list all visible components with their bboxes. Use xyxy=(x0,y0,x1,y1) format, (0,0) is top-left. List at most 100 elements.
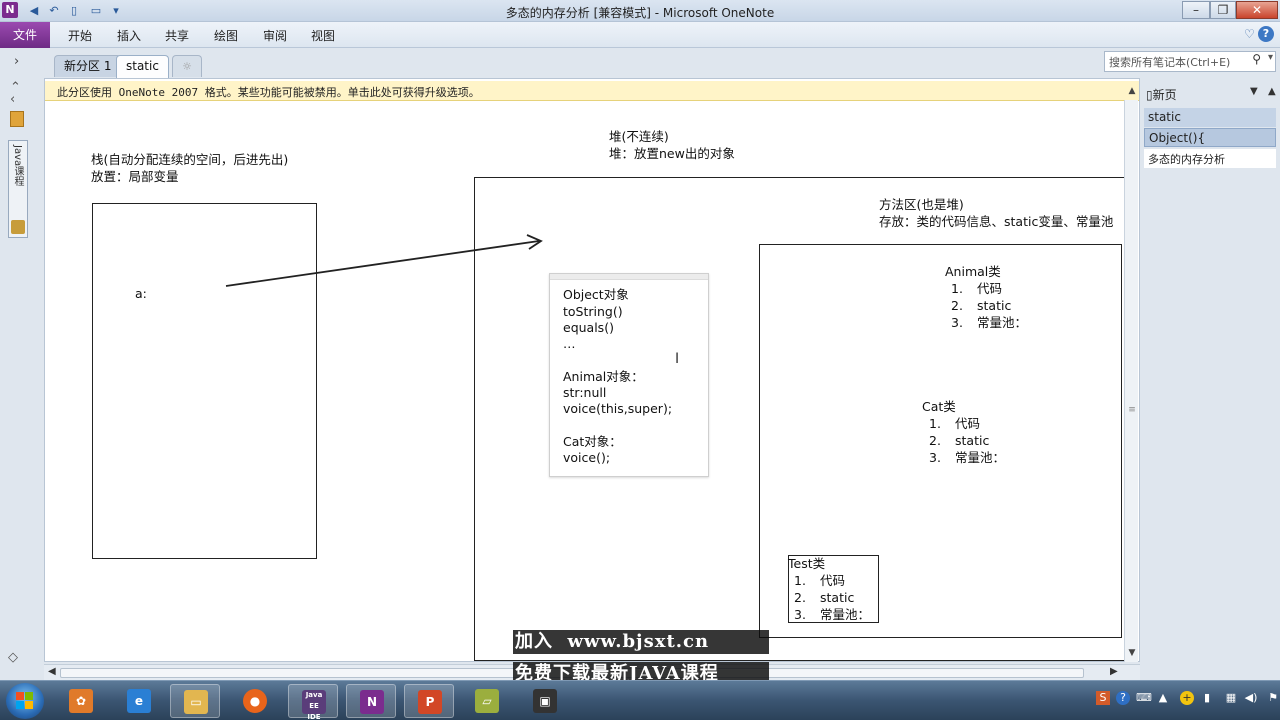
test-class-list: 1.代码 2.static 3.常量池： xyxy=(794,572,870,623)
list-item: 1.代码 xyxy=(929,416,981,431)
scroll-right-icon[interactable]: ▶ xyxy=(1110,666,1118,677)
tab-view[interactable]: 视图 xyxy=(311,29,336,43)
taskbar-onenote[interactable]: N xyxy=(346,684,396,718)
search-input[interactable]: 搜索所有笔记本(Ctrl+E) ⚲ ▾ xyxy=(1104,51,1276,72)
scroll-down-icon[interactable]: ▼ xyxy=(1128,648,1136,658)
heap-title: 堆(不连续) xyxy=(609,129,669,144)
expand-tray-icon[interactable]: ▲ xyxy=(1158,691,1168,704)
list-item: 2.static xyxy=(951,298,1012,313)
method-area-content: 存放：类的代码信息、static变量、常量池 xyxy=(879,214,1114,229)
start-button[interactable] xyxy=(6,683,44,719)
section-tab-new[interactable]: 新分区 1 xyxy=(54,55,122,77)
stack-title: 栈(自动分配连续的空间，后进先出) xyxy=(91,152,289,167)
cat-class-list: 1.代码 2.static 3.常量池： xyxy=(929,415,1005,466)
search-icon[interactable]: ⚲ xyxy=(1252,52,1261,66)
file-tab[interactable]: 文件 xyxy=(0,22,50,48)
scroll-up-icon[interactable]: ▲ xyxy=(1128,86,1136,96)
taskbar-ie[interactable]: e xyxy=(114,684,164,718)
tab-review[interactable]: 审阅 xyxy=(263,29,288,43)
onenote-app-icon[interactable]: N xyxy=(2,2,18,18)
file-explorer-icon: ▭ xyxy=(184,690,208,714)
windows-live-icon: ✿ xyxy=(69,689,93,713)
keyboard-icon[interactable]: ⌨ xyxy=(1136,691,1152,704)
text-cursor-icon: I xyxy=(675,351,680,367)
panel-scroll-up-icon[interactable]: ▲ xyxy=(1268,86,1276,97)
page-item-static[interactable]: static xyxy=(1144,108,1276,127)
notebook-name: Java课程 xyxy=(12,145,23,187)
taskbar-powerpoint[interactable]: P xyxy=(404,684,454,718)
list-item: 2.static xyxy=(929,433,990,448)
full-page-icon[interactable]: ▭ xyxy=(90,4,102,17)
list-item: 3.常量池： xyxy=(929,450,1006,465)
help-tray-icon[interactable]: ? xyxy=(1116,691,1130,705)
minimize-button[interactable]: – xyxy=(1182,1,1210,19)
powerpoint-icon: P xyxy=(418,690,442,714)
object-line-1: Object对象 xyxy=(563,287,629,302)
new-section-icon[interactable]: ☼ xyxy=(172,55,202,77)
object-line-2: toString() xyxy=(563,304,623,319)
taskbar-explorer[interactable]: ▭ xyxy=(170,684,220,718)
volume-icon[interactable]: ◀) xyxy=(1244,691,1258,704)
page-item-object[interactable]: Object(){ xyxy=(1144,128,1276,147)
device-icon[interactable]: ▮ xyxy=(1203,691,1211,704)
windows-logo-icon xyxy=(16,692,34,710)
page-canvas[interactable]: 此分区使用 OneNote 2007 格式。某些功能可能被禁用。单击此处可获得升… xyxy=(44,78,1140,662)
close-button[interactable]: ✕ xyxy=(1236,1,1278,19)
navigation-bar: ⌃ ‹ Java课程 ◇ xyxy=(0,78,34,668)
page-list-panel: ▯新页 ▼ ▲ static Object(){ 多态的内存分析 xyxy=(1142,80,1280,664)
collapse-ribbon-icon[interactable]: ♡ xyxy=(1244,27,1255,41)
undo-icon[interactable]: ↶ xyxy=(49,4,59,17)
taskbar-firefox[interactable]: ● xyxy=(230,684,280,718)
search-placeholder: 搜索所有笔记本(Ctrl+E) xyxy=(1109,56,1231,69)
help-icon[interactable]: ? xyxy=(1258,26,1274,42)
list-item: 1.代码 xyxy=(951,281,1003,296)
taskbar-media[interactable]: ▣ xyxy=(520,684,570,718)
method-area-title: 方法区(也是堆) xyxy=(879,197,964,212)
new-page-dropdown-icon[interactable]: ▼ xyxy=(1250,86,1258,97)
object-line-10: Cat对象： xyxy=(563,434,622,449)
unfiled-notes-icon[interactable]: ◇ xyxy=(8,650,18,665)
vertical-scrollbar[interactable]: ▲ ≡ ▼ xyxy=(1124,86,1138,662)
scroll-left-icon[interactable]: ◀ xyxy=(48,666,56,677)
test-class-box xyxy=(788,555,879,623)
taskbar-notes[interactable]: ▱ xyxy=(462,684,512,718)
window-title: 多态的内存分析 [兼容模式] - Microsoft OneNote xyxy=(505,6,775,20)
new-page-button[interactable]: ▯新页 xyxy=(1146,88,1177,102)
title-bar: N ◀ ↶ ▯ ▭ ▾ 多态的内存分析 [兼容模式] - Microsoft O… xyxy=(0,0,1280,22)
nav-up-icon[interactable]: ⌃ xyxy=(10,80,21,95)
tab-insert[interactable]: 插入 xyxy=(117,29,142,43)
tab-share[interactable]: 共享 xyxy=(165,29,190,43)
object-line-3: equals() xyxy=(563,320,614,335)
compatibility-infobar[interactable]: 此分区使用 OneNote 2007 格式。某些功能可能被禁用。单击此处可获得升… xyxy=(45,81,1139,101)
security-icon[interactable]: + xyxy=(1180,691,1194,705)
dock-icon[interactable]: ▯ xyxy=(70,4,78,17)
input-method-icon[interactable]: S xyxy=(1096,691,1110,705)
onenote-icon: N xyxy=(360,690,384,714)
stack-box xyxy=(92,203,317,559)
action-center-icon[interactable]: ⚑ xyxy=(1268,691,1278,704)
scroll-grip-icon[interactable]: ≡ xyxy=(1128,405,1136,415)
taskbar-java-ide[interactable]: Java EE IDE xyxy=(288,684,338,720)
object-note-container[interactable]: Object对象 toString() equals() … Animal对象：… xyxy=(549,273,709,477)
customize-qat-icon[interactable]: ▾ xyxy=(113,4,119,17)
back-icon[interactable]: ◀ xyxy=(29,4,39,17)
reference-arrow xyxy=(225,234,543,287)
maximize-button[interactable]: ❐ xyxy=(1210,1,1236,19)
network-icon[interactable]: ▦ xyxy=(1225,691,1237,704)
animal-class-title: Animal类 xyxy=(945,264,1001,279)
expand-navigation-icon[interactable]: › xyxy=(14,54,20,69)
tab-home[interactable]: 开始 xyxy=(68,29,93,43)
notebook-tab[interactable]: Java课程 xyxy=(8,140,28,238)
nav-back-icon[interactable]: ‹ xyxy=(10,92,16,107)
notebook-icon[interactable] xyxy=(10,111,24,127)
taskbar-windows-live[interactable]: ✿ xyxy=(56,684,106,718)
container-move-handle[interactable] xyxy=(550,274,708,280)
section-tab-static[interactable]: static xyxy=(116,55,169,78)
new-page-icon: ▯ xyxy=(1146,88,1153,102)
list-item: 2.static xyxy=(794,590,855,605)
tab-draw[interactable]: 绘图 xyxy=(214,29,239,43)
method-area-box xyxy=(759,244,1122,638)
search-dropdown-icon[interactable]: ▾ xyxy=(1267,52,1273,63)
page-item-polymorphism[interactable]: 多态的内存分析 xyxy=(1144,149,1276,168)
heap-content: 堆：放置new出的对象 xyxy=(609,146,735,161)
